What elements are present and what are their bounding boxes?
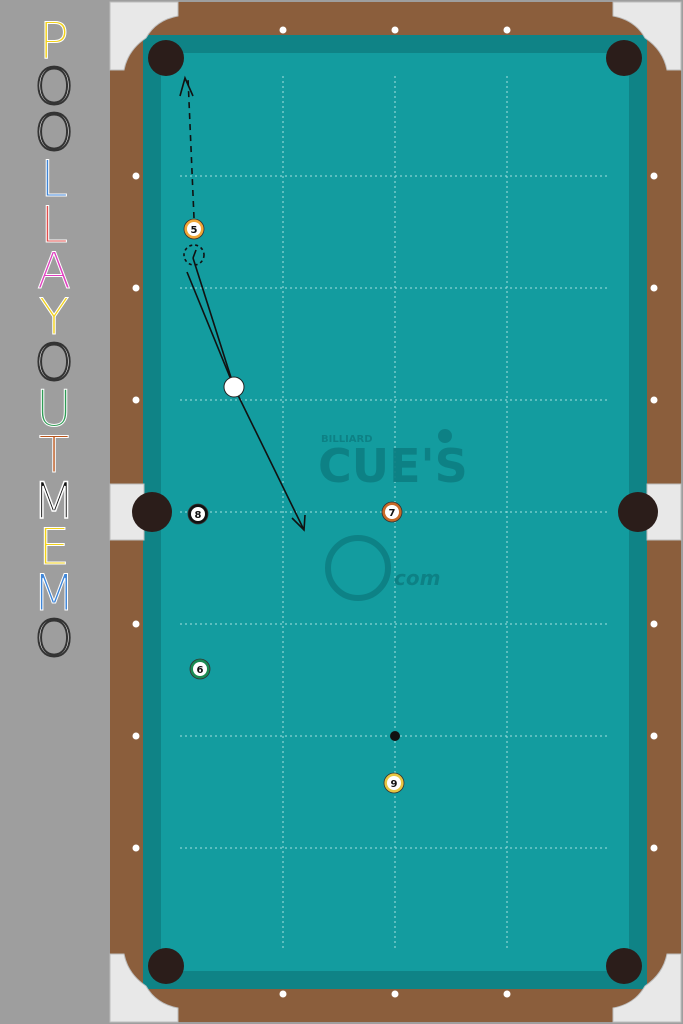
rail-diamond	[132, 732, 140, 740]
foot-spot	[390, 731, 400, 741]
ball-9[interactable]: 9	[383, 772, 405, 794]
object-balls: 5 8 7 6 9	[183, 218, 405, 794]
title-letter: L	[40, 196, 69, 254]
title-letter: M	[32, 564, 76, 622]
rail-diamond	[503, 26, 511, 34]
ball-number: 9	[391, 779, 398, 790]
ball-5[interactable]: 5	[183, 218, 205, 240]
rail-diamond	[132, 172, 140, 180]
title-letter: O	[33, 610, 74, 668]
pocket-bottom-left	[148, 948, 184, 984]
cue-ball[interactable]	[223, 376, 245, 398]
ball-number: 5	[191, 225, 198, 236]
rail-diamond	[391, 26, 399, 34]
ball-number-disc	[193, 662, 207, 676]
ball-number-disc	[191, 507, 205, 521]
title-letter: P	[38, 12, 70, 70]
cue-deflect-line	[233, 386, 305, 531]
ball-number-disc	[385, 505, 399, 519]
title-letter: E	[38, 518, 71, 576]
table-logo: BILLIARD CUE'S com	[318, 429, 468, 601]
rail-diamond	[650, 732, 658, 740]
cue-path-line-2	[192, 249, 197, 259]
rail-diamond	[650, 396, 658, 404]
logo-small-text: BILLIARD	[321, 434, 373, 445]
rail-diamond	[650, 172, 658, 180]
rail-diamond	[650, 284, 658, 292]
title-letter: L	[40, 150, 69, 208]
title-letter: O	[33, 334, 74, 392]
object-ball-path	[187, 77, 195, 219]
ball-number: 8	[195, 510, 202, 521]
ball-number: 6	[197, 665, 204, 676]
pocket-middle-left	[132, 492, 172, 532]
ball-number: 7	[389, 508, 396, 519]
rail-diamond	[132, 396, 140, 404]
title-letter: U	[35, 380, 73, 438]
object-ball-arrowhead	[179, 75, 194, 97]
pocket-middle-right	[618, 492, 658, 532]
logo-ball-icon	[438, 429, 452, 443]
title-letter: M	[32, 472, 77, 530]
rail-diamond	[650, 844, 658, 852]
title-letter: A	[36, 242, 72, 300]
logo-d-icon	[325, 535, 391, 601]
pockets	[132, 40, 658, 984]
ghost-ball	[183, 244, 205, 266]
pocket-bottom-right	[606, 948, 642, 984]
pocket-caps	[109, 1, 682, 1023]
title-letter: O	[33, 104, 74, 162]
rail-diamond	[279, 990, 287, 998]
pocket-top-left	[148, 40, 184, 76]
rail-diamond	[132, 844, 140, 852]
rail-diamond	[391, 990, 399, 998]
ball-number-disc	[387, 776, 401, 790]
rail-diamond	[279, 26, 287, 34]
ball-7[interactable]: 7	[381, 501, 403, 523]
logo-secondary-text: com	[394, 566, 440, 590]
rail-diamond	[503, 990, 511, 998]
title-letter: T	[38, 426, 70, 484]
ball-8[interactable]: 8	[187, 503, 209, 525]
cue-path-line	[192, 257, 235, 388]
pool-table[interactable]: BILLIARD CUE'S com 5 8 7 6 9	[108, 0, 683, 1024]
title-letter: Y	[38, 288, 70, 346]
rail-diamond	[650, 620, 658, 628]
logo-main-text: CUE'S	[318, 439, 468, 493]
ball-6[interactable]: 6	[189, 658, 211, 680]
title-letter: O	[33, 58, 74, 116]
rail-diamond	[132, 620, 140, 628]
rail-diamond	[132, 284, 140, 292]
cue-deflect-arrowhead	[291, 514, 306, 532]
shot-path	[179, 75, 306, 532]
cue-path-line-3	[186, 271, 235, 388]
pocket-top-right	[606, 40, 642, 76]
rail-diamonds	[132, 26, 658, 998]
ball-number-disc	[187, 222, 201, 236]
